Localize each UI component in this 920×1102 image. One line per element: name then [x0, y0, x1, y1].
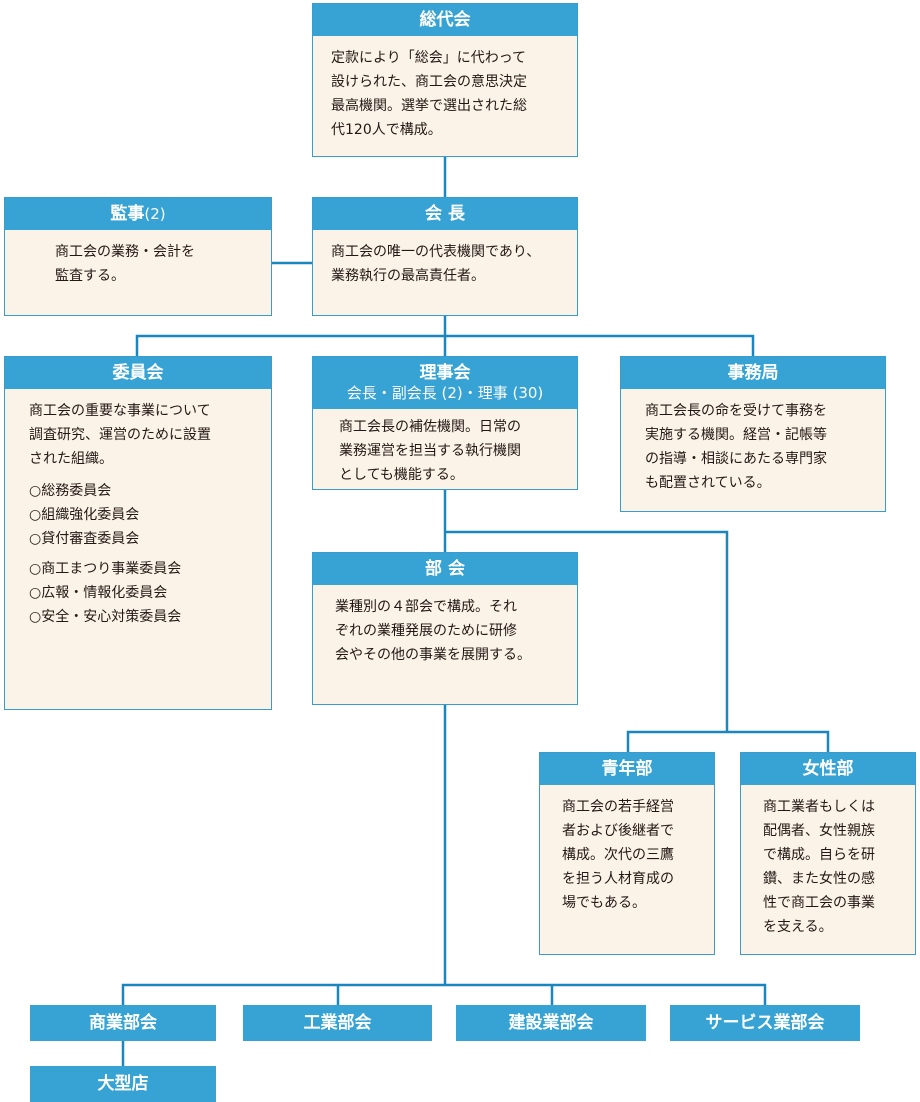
node-iinkai-list-a: ○総務委員会 ○組織強化委員会 ○貸付審査委員会 [5, 479, 271, 551]
committee-item: ○安全・安心対策委員会 [29, 609, 182, 625]
node-bukai-text: 業種別の４部会で構成。それ ぞれの業種発展のために研修 会やその他の事業を展開す… [335, 599, 531, 663]
node-iinkai-title: 委員会 [5, 357, 271, 389]
node-seinenbu-text: 商工会の若手経営 者および後継者で 構成。次代の三鷹 を担う人材育成の 場でもあ… [562, 799, 674, 911]
subcommittee-kensetsu: 建設業部会 [456, 1005, 646, 1041]
connector-seinen-josei [626, 730, 830, 752]
node-joseibu-title: 女性部 [741, 753, 915, 785]
node-kanji-header: 監事(2) [5, 198, 271, 230]
node-bukai: 部 会 業種別の４部会で構成。それ ぞれの業種発展のために研修 会やその他の事業… [312, 552, 578, 705]
node-iinkai: 委員会 商工会の重要な事業について 調査研究、運営のために設置 された組織。 ○… [4, 356, 272, 710]
node-kaicho-text: 商工会の唯一の代表機関であり、 業務執行の最高責任者。 [331, 244, 541, 284]
committee-item: ○総務委員会 [29, 483, 112, 499]
node-iinkai-text: 商工会の重要な事業について 調査研究、運営のために設置 された組織。 [29, 403, 211, 467]
subgroup-ogatamise: 大型店 [30, 1066, 216, 1102]
connector-rijikai-seinen-josei [445, 530, 729, 732]
node-seinenbu: 青年部 商工会の若手経営 者および後継者で 構成。次代の三鷹 を担う人材育成の … [539, 752, 715, 955]
node-jimukyoku: 事務局 商工会長の命を受けて事務を 実施する機関。経営・記帳等 の指導・相談にあ… [620, 356, 886, 512]
node-rijikai-subtitle: 会長・副会長 (2)・理事 (30) [346, 384, 544, 402]
node-rijikai-text: 商工会長の補佐機関。日常の 業務運営を担当する執行機関 としても機能する。 [339, 419, 521, 483]
subcommittee-shogyo: 商業部会 [30, 1005, 216, 1041]
node-soudaikai-title: 総代会 [313, 4, 577, 36]
committee-item: ○商工まつり事業委員会 [29, 561, 182, 577]
node-soudaikai: 総代会 定款により「総会」に代わって 設けられた、商工会の意思決定 最高機関。選… [312, 3, 578, 157]
node-jimukyoku-title: 事務局 [621, 357, 885, 389]
subcommittee-kogyo: 工業部会 [243, 1005, 432, 1041]
node-bukai-title: 部 会 [313, 553, 577, 585]
node-rijikai: 理事会 会長・副会長 (2)・理事 (30) 商工会長の補佐機関。日常の 業務運… [312, 356, 578, 490]
node-kanji-text: 商工会の業務・会計を 監査する。 [55, 244, 195, 284]
node-kanji: 監事(2) 商工会の業務・会計を 監査する。 [4, 197, 272, 316]
subcommittee-service: サービス業部会 [670, 1005, 860, 1041]
node-kaicho-title: 会 長 [313, 198, 577, 230]
node-kanji-title: 監事 [110, 204, 145, 224]
node-joseibu: 女性部 商工業者もしくは 配偶者、女性親族 で構成。自らを研 鑽、また女性の感 … [740, 752, 916, 955]
node-kanji-count: (2) [144, 205, 166, 223]
connector-second-level [135, 334, 755, 356]
node-kaicho: 会 長 商工会の唯一の代表機関であり、 業務執行の最高責任者。 [312, 197, 578, 316]
node-rijikai-title: 理事会 [419, 363, 471, 383]
node-iinkai-list-b: ○商工まつり事業委員会 ○広報・情報化委員会 ○安全・安心対策委員会 [5, 557, 271, 629]
committee-item: ○貸付審査委員会 [29, 531, 140, 547]
node-jimukyoku-text: 商工会長の命を受けて事務を 実施する機関。経営・記帳等 の指導・相談にあたる専門… [645, 403, 827, 491]
node-seinenbu-title: 青年部 [540, 753, 714, 785]
connector-subcommittees-bus [121, 983, 767, 1005]
committee-item: ○広報・情報化委員会 [29, 585, 168, 601]
node-rijikai-header: 理事会 会長・副会長 (2)・理事 (30) [313, 357, 577, 409]
node-soudaikai-text: 定款により「総会」に代わって 設けられた、商工会の意思決定 最高機関。選挙で選出… [331, 50, 527, 138]
committee-item: ○組織強化委員会 [29, 507, 140, 523]
node-joseibu-text: 商工業者もしくは 配偶者、女性親族 で構成。自らを研 鑽、また女性の感 性で商工… [763, 799, 875, 935]
